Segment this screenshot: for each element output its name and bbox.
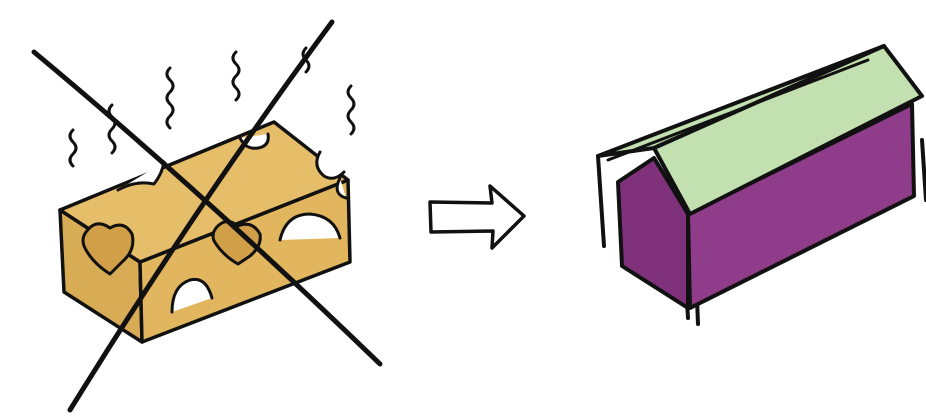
shed-right-post	[920, 138, 926, 202]
crossed-out-block-group	[31, 19, 383, 413]
shed-left-post	[596, 154, 606, 248]
right-arrow-icon	[428, 184, 526, 250]
shed-group	[596, 44, 926, 326]
shed-roof-front	[652, 44, 924, 216]
cross-out-x-icon	[31, 19, 383, 413]
shed-roof-ridge	[606, 58, 870, 162]
block-holes	[81, 132, 348, 314]
